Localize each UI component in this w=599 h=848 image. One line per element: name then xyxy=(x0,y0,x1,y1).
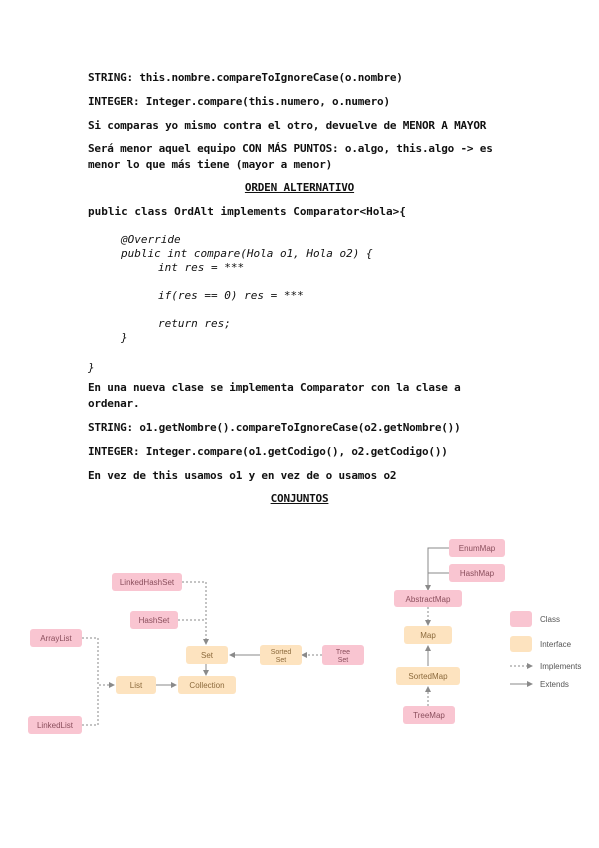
integer-compare-line: INTEGER: Integer.compare(this.numero, o.… xyxy=(88,95,390,108)
compare-order-note: Si comparas yo mismo contra el otro, dev… xyxy=(88,119,487,132)
node-linkedhashset: LinkedHashSet xyxy=(112,573,182,591)
svg-text:Set: Set xyxy=(201,651,214,660)
diagram-legend: Class Interface Implements Extends xyxy=(510,611,581,689)
node-sortedmap: SortedMap xyxy=(396,667,460,685)
node-collection: Collection xyxy=(178,676,236,694)
svg-text:HashMap: HashMap xyxy=(460,569,495,578)
legend-interface-label: Interface xyxy=(540,640,572,649)
implements-arraylist-list xyxy=(82,637,115,688)
node-hashset: HashSet xyxy=(130,611,178,629)
method-close-brace: } xyxy=(121,331,128,344)
node-sortedset: Sorted Set xyxy=(260,645,302,665)
class-close-brace: } xyxy=(88,361,95,374)
node-map: Map xyxy=(404,626,452,644)
legend-implements-label: Implements xyxy=(540,662,581,671)
svg-text:Collection: Collection xyxy=(189,681,224,690)
node-abstractmap: AbstractMap xyxy=(394,590,462,607)
this-o1-note: En vez de this usamos o1 y en vez de o u… xyxy=(88,469,397,482)
integer-o1-line: INTEGER: Integer.compare(o1.getCodigo(),… xyxy=(88,445,448,458)
svg-text:EnumMap: EnumMap xyxy=(459,544,496,553)
svg-text:List: List xyxy=(130,681,143,690)
node-linkedlist: LinkedList xyxy=(28,716,82,734)
implements-linkedlist-list xyxy=(82,685,99,726)
points-order-note: Será menor aquel equipo CON MÁS PUNTOS: … xyxy=(88,142,493,171)
heading-orden-alternativo: ORDEN ALTERNATIVO xyxy=(244,181,355,194)
class-declaration: public class OrdAlt implements Comparato… xyxy=(88,205,406,218)
node-enummap: EnumMap xyxy=(449,539,505,557)
svg-text:SortedMap: SortedMap xyxy=(408,672,448,681)
node-arraylist: ArrayList xyxy=(30,629,82,647)
svg-text:LinkedHashSet: LinkedHashSet xyxy=(120,578,175,587)
node-list: List xyxy=(116,676,156,694)
svg-text:Tree: Tree xyxy=(336,649,350,656)
implements-linkedhashset-set xyxy=(182,581,209,645)
extends-enummap-abstractmap xyxy=(425,547,449,591)
node-treeset: Tree Set xyxy=(322,645,364,665)
heading-conjuntos: CONJUNTOS xyxy=(270,492,329,505)
string-compare-line: STRING: this.nombre.compareToIgnoreCase(… xyxy=(88,71,403,84)
svg-text:LinkedList: LinkedList xyxy=(37,721,74,730)
diagram-connectors xyxy=(82,547,533,726)
node-set: Set xyxy=(186,646,228,664)
svg-text:ArrayList: ArrayList xyxy=(40,634,72,643)
string-o1-line: STRING: o1.getNombre().compareToIgnoreCa… xyxy=(88,421,461,434)
legend-class-swatch xyxy=(510,611,532,627)
svg-text:TreeMap: TreeMap xyxy=(413,711,445,720)
int-res-line: int res = *** xyxy=(158,261,245,274)
svg-text:HashSet: HashSet xyxy=(139,616,170,625)
legend-interface-swatch xyxy=(510,636,532,652)
legend-extends-label: Extends xyxy=(540,680,569,689)
svg-text:Map: Map xyxy=(420,631,436,640)
svg-text:Set: Set xyxy=(276,657,287,664)
if-res-line: if(res == 0) res = *** xyxy=(158,289,304,302)
svg-text:AbstractMap: AbstractMap xyxy=(406,595,451,604)
node-hashmap: HashMap xyxy=(449,564,505,582)
svg-text:Set: Set xyxy=(338,657,349,664)
node-treemap: TreeMap xyxy=(403,706,455,724)
legend-class-label: Class xyxy=(540,615,560,624)
comparator-note: En una nueva clase se implementa Compara… xyxy=(88,381,461,410)
svg-text:Sorted: Sorted xyxy=(271,649,292,656)
method-signature: public int compare(Hola o1, Hola o2) { xyxy=(121,247,373,260)
override-annotation: @Override xyxy=(121,233,181,246)
return-line: return res; xyxy=(158,317,231,330)
